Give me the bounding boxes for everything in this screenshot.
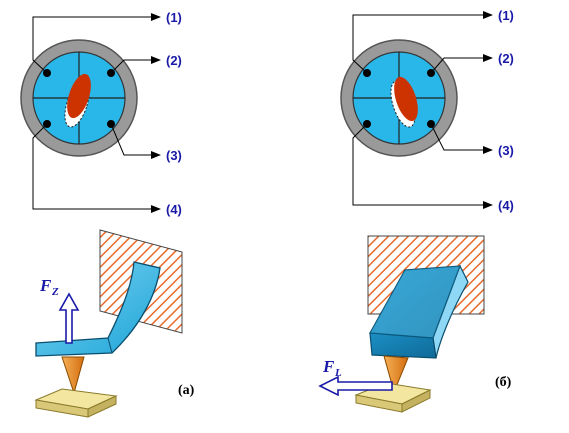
cantilever-beam-a xyxy=(35,261,161,357)
force-label-b: F xyxy=(322,357,335,376)
cantilever-beam-b-front xyxy=(369,332,437,359)
laser-spot-b xyxy=(394,76,418,122)
cantilever-assembly-b xyxy=(318,235,485,413)
force-subscript-b: L xyxy=(334,367,342,379)
force-arrow-fl xyxy=(318,375,393,397)
output-label-3-a: (3) xyxy=(166,148,182,163)
force-subscript-a: Z xyxy=(51,286,59,298)
detector-a xyxy=(20,13,161,213)
detector-b xyxy=(340,11,493,209)
output-label-4-a: (4) xyxy=(166,202,182,217)
cantilever-assembly-a xyxy=(34,229,183,418)
output-label-3-b: (3) xyxy=(498,143,514,158)
laser-spot-a xyxy=(67,73,91,119)
panel-label-a: (a) xyxy=(178,383,195,398)
output-label-1-b: (1) xyxy=(498,8,514,23)
panel-label-b: (б) xyxy=(495,375,512,390)
output-label-2-b: (2) xyxy=(498,51,514,66)
output-label-2-a: (2) xyxy=(166,53,182,68)
probe-tip-a xyxy=(61,356,85,395)
output-label-4-b: (4) xyxy=(498,198,514,213)
cantilever-beam-b-body xyxy=(370,266,460,338)
force-label-a: F xyxy=(39,276,52,295)
output-label-1-a: (1) xyxy=(166,10,182,25)
probe-tip-b xyxy=(383,355,409,394)
force-arrow-fz xyxy=(58,292,80,344)
